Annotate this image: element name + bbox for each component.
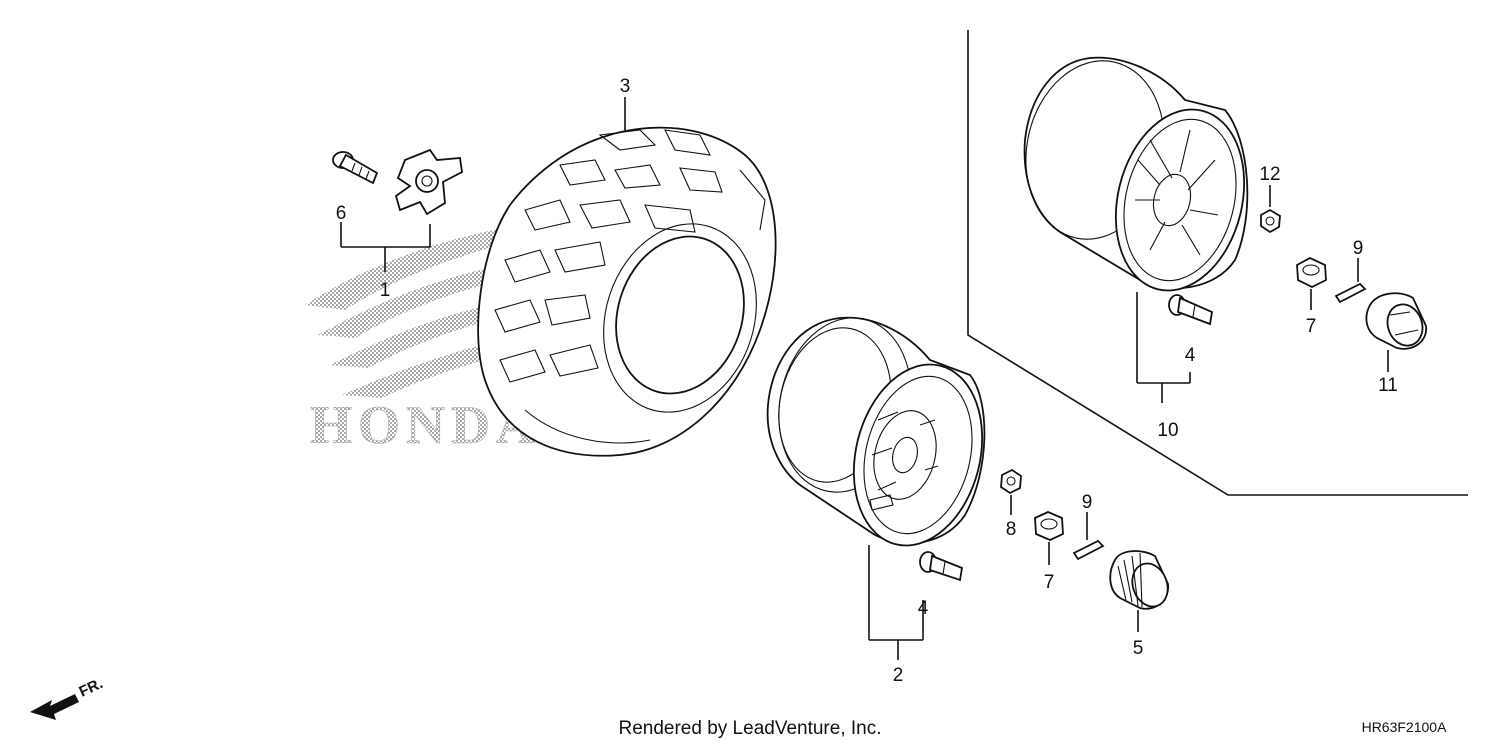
callout-12: 12 [1259, 164, 1280, 185]
callout-4-front: 4 [918, 598, 929, 619]
footer-credit: Rendered by LeadVenture, Inc. [618, 718, 881, 739]
direction-label: FR. [77, 675, 106, 701]
castle-nut-part-7-inset [1296, 256, 1327, 289]
front-direction-arrow-icon: FR. [30, 675, 106, 720]
valve-part-4-front [919, 551, 964, 582]
callout-3: 3 [620, 76, 631, 97]
bracket-1 [340, 222, 431, 272]
nut-part-12 [1260, 208, 1281, 234]
callout-7-inset: 7 [1306, 316, 1317, 337]
callout-5: 5 [1133, 638, 1144, 659]
callout-8: 8 [1006, 519, 1017, 540]
cotter-pin-part-9-front [1072, 539, 1105, 561]
hub-plate-part-1 [394, 148, 463, 216]
wheel-part-2 [766, 316, 986, 547]
hub-cap-part-5 [1109, 550, 1169, 610]
callout-9-inset: 9 [1353, 238, 1364, 259]
callout-2: 2 [893, 665, 904, 686]
castle-nut-part-7-front [1034, 511, 1064, 541]
callout-1: 1 [380, 280, 391, 301]
callout-6: 6 [336, 203, 347, 224]
bracket-10 [1136, 292, 1191, 403]
hub-cap-part-11 [1365, 292, 1427, 350]
inset-panel-border [967, 30, 1468, 496]
bracket-2 [868, 545, 924, 660]
callout-7-front: 7 [1044, 572, 1055, 593]
tire-part-3 [477, 126, 777, 457]
cotter-pin-part-9-inset [1334, 282, 1367, 304]
callout-11: 11 [1378, 375, 1398, 396]
diagram-code: HR63F2100A [1362, 719, 1447, 735]
callout-4-inset: 4 [1185, 345, 1196, 366]
wheel-part-10-inset [1023, 56, 1249, 292]
bolt-part-6 [332, 151, 379, 185]
callout-9-front: 9 [1082, 492, 1093, 513]
callout-10: 10 [1157, 420, 1178, 441]
valve-part-4-inset [1168, 294, 1214, 326]
nut-part-8 [1000, 468, 1022, 495]
